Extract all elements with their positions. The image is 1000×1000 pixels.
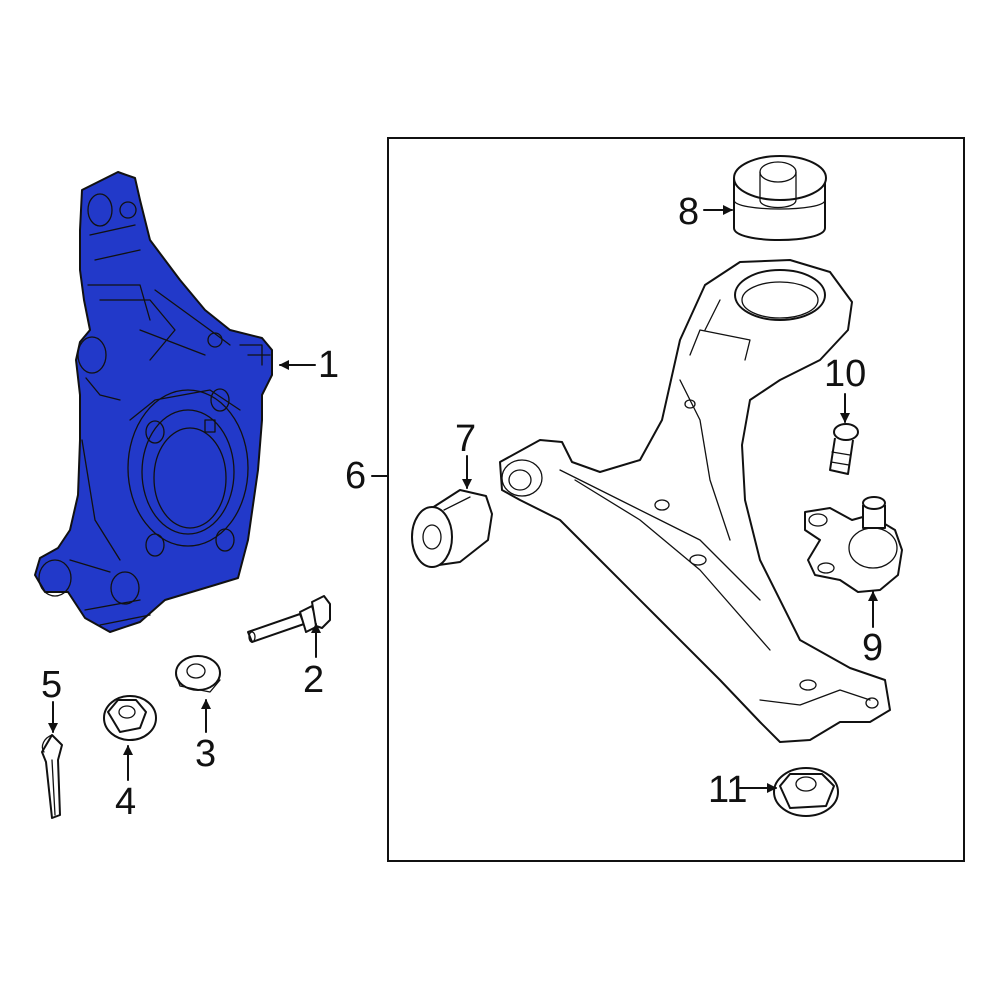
- callout-9: 9: [862, 627, 883, 669]
- control-arm-assembly-box: [387, 137, 965, 862]
- washer[interactable]: [175, 655, 221, 693]
- rear-bushing[interactable]: [733, 155, 827, 241]
- cotter-pin[interactable]: [41, 734, 63, 819]
- callout-3: 3: [195, 733, 216, 775]
- front-bushing[interactable]: [411, 489, 493, 568]
- callout-1: 1: [318, 344, 339, 386]
- lower-control-arm[interactable]: [499, 259, 891, 743]
- callout-4: 4: [115, 781, 136, 823]
- callout-7: 7: [455, 418, 476, 460]
- leader-arrows: [48, 205, 878, 793]
- hex-nut[interactable]: [773, 767, 839, 817]
- bolt[interactable]: [247, 595, 331, 643]
- callout-6: 6: [345, 455, 366, 497]
- callout-2: 2: [303, 659, 324, 701]
- flange-nut[interactable]: [103, 695, 157, 741]
- ball-joint-bolt[interactable]: [829, 423, 859, 475]
- steering-knuckle[interactable]: [34, 171, 273, 633]
- ball-joint[interactable]: [804, 496, 903, 593]
- callout-5: 5: [41, 664, 62, 706]
- callout-10: 10: [824, 353, 866, 395]
- callout-11: 11: [708, 769, 747, 811]
- callout-8: 8: [678, 191, 699, 233]
